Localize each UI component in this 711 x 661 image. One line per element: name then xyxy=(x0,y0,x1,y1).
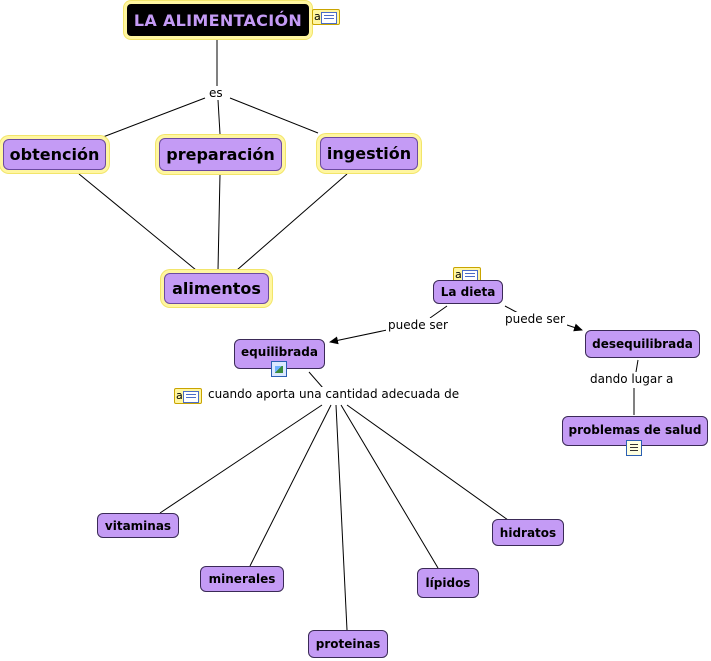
notepad-icon xyxy=(183,391,199,403)
link-cuando-lipidos xyxy=(340,404,439,569)
link-dieta-puede2 xyxy=(504,305,519,314)
main-title-node[interactable]: LA ALIMENTACIÓN xyxy=(127,4,309,36)
note-icon-letter: a xyxy=(314,10,321,23)
note-icon-letter: a xyxy=(455,268,462,281)
link-preparacion-alimentos xyxy=(217,173,221,271)
concept-vitaminas[interactable]: vitaminas xyxy=(97,513,179,538)
concept-ingestion[interactable]: ingestión xyxy=(320,137,418,170)
concept-preparacion[interactable]: preparación xyxy=(159,138,282,171)
link-puede1-equilibrada xyxy=(329,329,388,345)
link-cuando-hidratos xyxy=(346,404,509,521)
link-dieta-puede1 xyxy=(429,305,448,319)
link-label-cuando-aporta: cuando aporta una cantidad adecuada de xyxy=(206,387,462,401)
link-cuando-vitaminas xyxy=(159,404,323,514)
link-es-obtencion xyxy=(102,97,206,138)
link-es-ingestion xyxy=(229,97,319,134)
link-label-dando-lugar: dando lugar a xyxy=(588,372,676,386)
note-icon-letter: a xyxy=(176,389,183,402)
link-deseq-dando xyxy=(635,359,639,373)
concept-hidratos[interactable]: hidratos xyxy=(492,519,564,546)
concept-lipidos[interactable]: lípidos xyxy=(417,568,479,598)
document-icon[interactable] xyxy=(626,440,642,456)
link-ingestion-alimentos xyxy=(236,173,348,271)
concept-proteinas[interactable]: proteinas xyxy=(308,630,388,658)
concept-desequilibrada[interactable]: desequilibrada xyxy=(585,330,700,358)
link-es-preparacion xyxy=(217,99,221,135)
note-icon[interactable]: a xyxy=(174,388,202,404)
concept-obtencion[interactable]: obtención xyxy=(3,139,106,170)
link-cuando-proteinas xyxy=(335,404,348,631)
link-cuando-minerales xyxy=(249,404,332,567)
concept-minerales[interactable]: minerales xyxy=(200,566,284,592)
link-label-es: es xyxy=(207,86,225,100)
notepad-icon xyxy=(321,12,337,24)
image-icon[interactable] xyxy=(271,361,287,377)
link-label-puede-ser-right: puede ser xyxy=(503,312,567,326)
link-equilibrada-cuando xyxy=(308,371,324,389)
link-puede2-desequilibrada xyxy=(566,323,583,332)
link-obtencion-alimentos xyxy=(78,173,197,271)
concept-la-dieta[interactable]: La dieta xyxy=(433,280,503,304)
link-label-puede-ser-left: puede ser xyxy=(386,318,450,332)
note-icon[interactable]: a xyxy=(312,9,340,25)
concept-alimentos[interactable]: alimentos xyxy=(164,273,269,304)
